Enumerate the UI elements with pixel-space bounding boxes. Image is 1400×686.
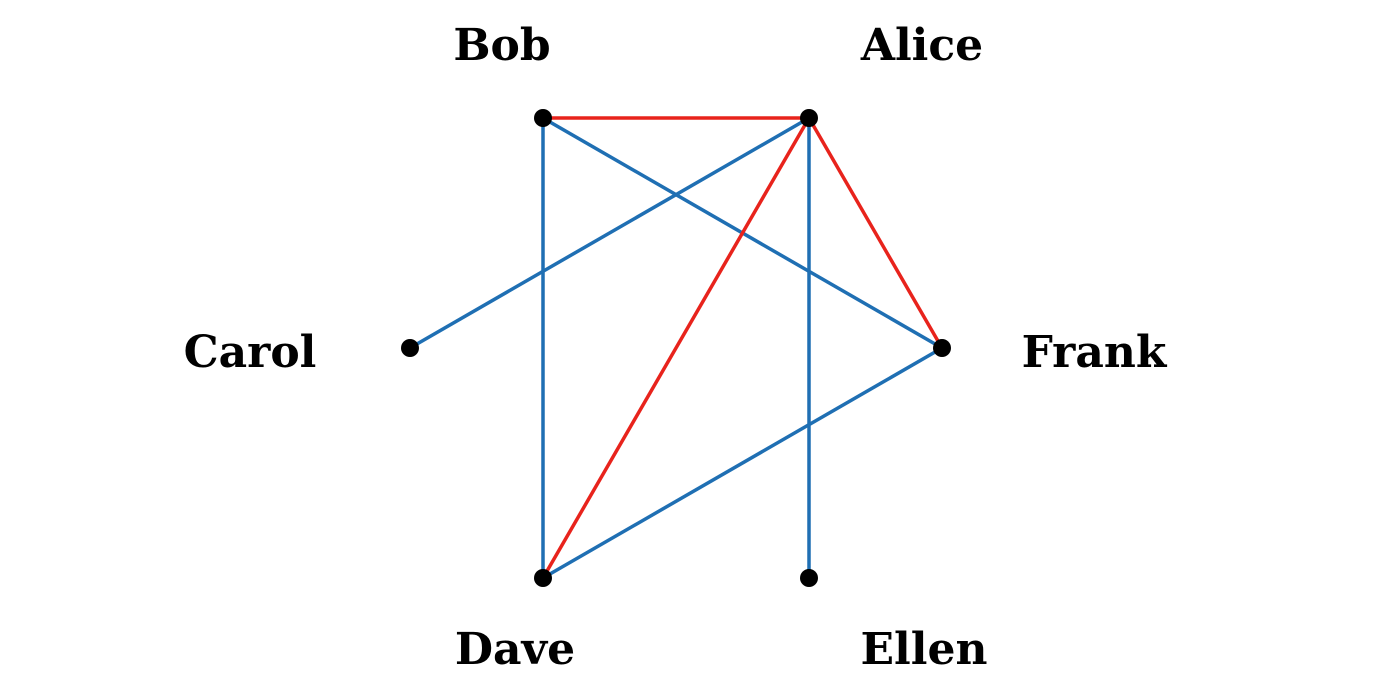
node-dave xyxy=(534,569,552,587)
node-ellen xyxy=(800,569,818,587)
edge-alice-carol xyxy=(409,116,810,350)
node-label-dave: Dave xyxy=(455,624,575,675)
node-bob xyxy=(534,109,552,127)
node-label-ellen: Ellen xyxy=(861,624,988,675)
node-layer xyxy=(401,109,951,587)
node-label-carol: Carol xyxy=(184,327,317,378)
node-frank xyxy=(933,339,951,357)
node-label-bob: Bob xyxy=(453,20,550,71)
node-label-alice: Alice xyxy=(860,20,983,71)
node-label-frank: Frank xyxy=(1022,327,1168,378)
edge-layer xyxy=(409,116,944,580)
label-layer: Bob Alice Carol Frank Dave Ellen xyxy=(184,20,1168,675)
edge-frank-dave xyxy=(542,346,943,580)
edge-alice-frank xyxy=(807,117,944,349)
node-alice xyxy=(800,109,818,127)
edge-alice-dave xyxy=(541,117,811,579)
node-carol xyxy=(401,339,419,357)
